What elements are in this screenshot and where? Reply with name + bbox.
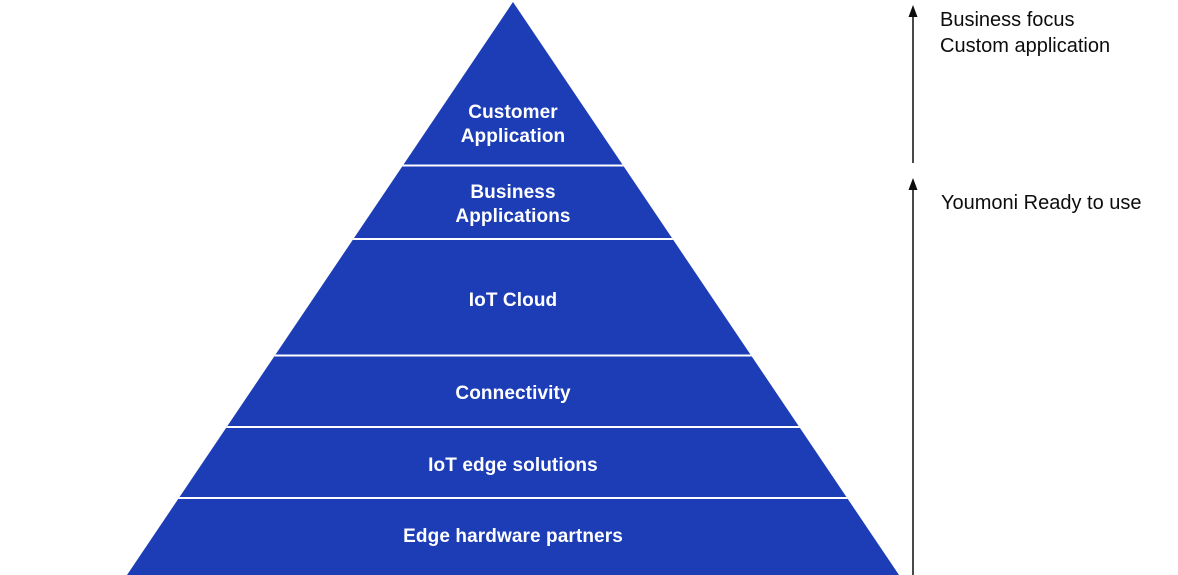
annotation-business-focus-line2: Custom application	[940, 35, 1111, 57]
pyramid-layer-label-connectivity: Connectivity	[455, 383, 571, 404]
pyramid-layer-label-customer-application: Customer Application	[460, 102, 566, 147]
pyramid-layer-label-iot-edge-solutions: IoT edge solutions	[428, 455, 598, 476]
up-arrow-icon-top	[908, 5, 918, 163]
pyramid-triangle	[127, 2, 899, 575]
annotation-business-focus: Business focus Custom application	[940, 7, 1110, 59]
annotation-business-focus-line1: Business focus	[940, 9, 1075, 31]
annotation-youmoni-ready-to-use: Youmoni Ready to use	[941, 192, 1142, 214]
pyramid-layer-label-iot-cloud: IoT Cloud	[468, 290, 558, 311]
pyramid-layer-label-edge-hardware-partners: Edge hardware partners	[403, 526, 623, 547]
up-arrow-icon-bottom	[908, 178, 918, 575]
pyramid-layer-label-business-applications: Business Applications	[455, 182, 571, 227]
